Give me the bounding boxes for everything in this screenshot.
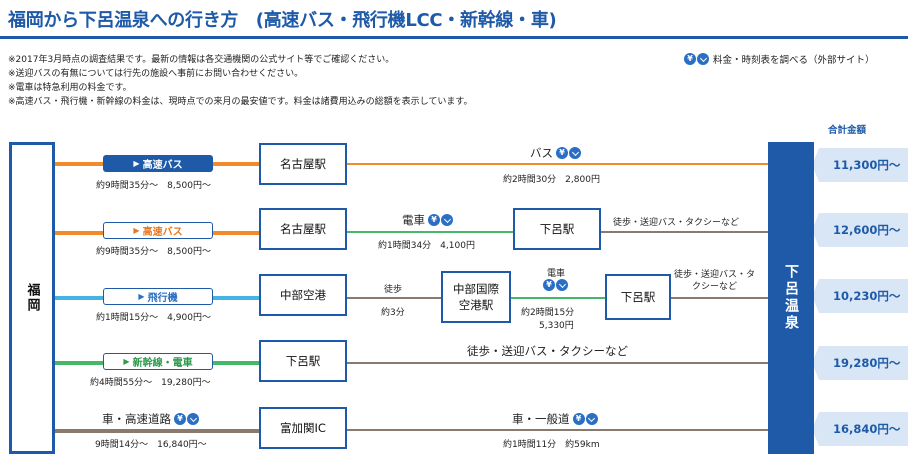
route3-mode-label: 飛行機 [147,293,178,304]
route2-rail-line [347,231,514,233]
route4-leg2-label: 徒歩・送迎バス・タクシーなど [467,344,628,358]
note-2: ※送迎バスの有無については行先の施設へ事前にお問い合わせください。 [8,69,304,79]
arrow-right-icon: ▶ [138,292,145,301]
yen-icon: ¥ [572,413,585,425]
total-fare-heading: 合計金額 [828,125,867,136]
destination-label: 下呂温泉 [783,264,799,332]
arrow-right-icon: ▶ [133,226,140,235]
route3-mode-button[interactable]: ▶飛行機 [103,288,213,305]
route4-mode-button[interactable]: ▶新幹線・電車 [103,353,213,370]
yen-icon: ¥ [428,214,440,226]
route2-mode-info: 約9時間35分〜 8,500円〜 [96,247,211,257]
route3-hub2-line2: 空港駅 [458,298,494,312]
route3-leg3-price: 5,330円 [539,321,574,331]
route2-leg3-label: 徒歩・送迎バス・タクシーなど [613,218,740,228]
route5-fare: 16,840円〜 [812,412,908,446]
origin-label: 福岡 [24,283,40,313]
route3-hub-box: 中部空港 [259,274,347,316]
route4-leg2-line [347,362,769,364]
route5-hub-box: 富加関IC [259,407,347,449]
yen-icon: ¥ [174,413,186,425]
fare-timetable-icon[interactable]: ¥ [428,214,453,226]
yen-icon: ¥ [684,53,696,65]
route4-fare: 19,280円〜 [812,346,908,380]
check-icon [187,413,199,425]
route1-leg2-info: 約2時間30分 2,800円 [503,175,600,185]
check-icon [569,147,581,159]
route3-mode-info: 約1時間15分〜 4,900円〜 [96,313,211,323]
note-3: ※電車は特急利用の料金です。 [8,83,132,93]
route2-mode-button[interactable]: ▶高速バス [103,222,213,239]
route4-mode-info: 約4時間55分〜 19,280円〜 [90,378,211,388]
notes: ※2017年3月時点の調査結果です。最新の情報は各交通機関の公式サイト等でご確認… [8,53,472,109]
route3-hub2-box: 中部国際空港駅 [441,271,511,323]
arrow-right-icon: ▶ [123,357,130,366]
legend-label: 料金・時刻表を調べる（外部サイト） [713,55,875,66]
route4-hub-box: 下呂駅 [259,340,347,382]
route5-leg2-link[interactable]: 車・一般道¥ [512,411,598,427]
route3-walk-time: 約3分 [381,308,405,318]
check-icon [556,279,568,291]
yen-icon: ¥ [543,279,555,291]
yen-icon: ¥ [556,147,568,159]
route1-leg2-link[interactable]: バス¥ [530,145,581,161]
route2-leg3-line [601,231,769,233]
route3-hub2-line1: 中部国際 [453,282,499,296]
route1-fare: 11,300円〜 [812,148,908,182]
route3-hub3-box: 下呂駅 [605,274,671,320]
route2-hub2-box: 下呂駅 [513,208,601,250]
route3-walk-line [347,297,442,299]
route4-mode-label: 新幹線・電車 [132,358,193,369]
title-divider [0,36,908,39]
route1-mode-info: 約9時間35分〜 8,500円〜 [96,181,211,191]
route3-leg3-mode: 電車 [546,269,566,279]
route3-leg3-time: 約2時間15分 [521,308,575,318]
note-4: ※高速バス・飛行機・新幹線の料金は、現時点での来月の最安値です。料金は諸費用込み… [8,97,473,107]
route3-leg4-line2: クシーなど [692,282,738,292]
origin-fukuoka: 福岡 [9,142,55,454]
fare-timetable-icon[interactable]: ¥ [572,413,598,425]
route5-leg2-info: 約1時間11分 約59km [503,440,600,450]
route5-mode-info: 9時間14分〜 16,840円〜 [95,440,207,450]
route5-leg2-mode: 車・一般道 [512,412,570,426]
route5-leg2-line [347,429,769,431]
route5-road-line [55,429,260,433]
route3-leg4-line [671,297,769,299]
arrow-right-icon: ▶ [133,159,140,168]
check-icon [585,413,598,425]
route3-leg4-label: 徒歩・送迎バス・タクシーなど [674,269,755,293]
route2-leg2-mode: 電車 [402,213,425,227]
route3-fare: 10,230円〜 [812,279,908,313]
destination-gero-onsen: 下呂温泉 [768,142,814,454]
route1-leg2-mode: バス [530,146,553,160]
route1-hub-box: 名古屋駅 [259,143,347,185]
route5-mode-label: 車・高速道路 [102,412,171,426]
route3-rail-line [511,297,606,299]
route1-mode-label: 高速バス [142,160,183,171]
fare-timetable-icon[interactable]: ¥ [174,413,199,425]
note-1: ※2017年3月時点の調査結果です。最新の情報は各交通機関の公式サイト等でご確認… [8,55,395,65]
route2-leg2-link[interactable]: 電車¥ [402,212,453,228]
legend: ¥ 料金・時刻表を調べる（外部サイト） [684,52,875,66]
check-icon [441,214,453,226]
fare-timetable-icon[interactable]: ¥ [543,279,568,291]
route3-leg4-line1: 徒歩・送迎バス・タ [674,270,756,280]
route2-fare: 12,600円〜 [812,213,908,247]
route3-walk-label: 徒歩 [384,285,403,295]
route5-mode-link[interactable]: 車・高速道路¥ [102,411,199,427]
route2-leg2-info: 約1時間34分 4,100円 [378,241,475,251]
route1-leg2-line [347,163,769,165]
route2-mode-label: 高速バス [142,227,183,238]
route1-mode-button[interactable]: ▶高速バス [103,155,213,172]
check-icon [697,53,709,65]
fare-timetable-icon[interactable]: ¥ [556,147,581,159]
fare-timetable-icon: ¥ [684,53,709,65]
page-title: 福岡から下呂温泉への行き方 (高速バス・飛行機LCC・新幹線・車) [8,10,557,31]
route2-hub-box: 名古屋駅 [259,208,347,250]
